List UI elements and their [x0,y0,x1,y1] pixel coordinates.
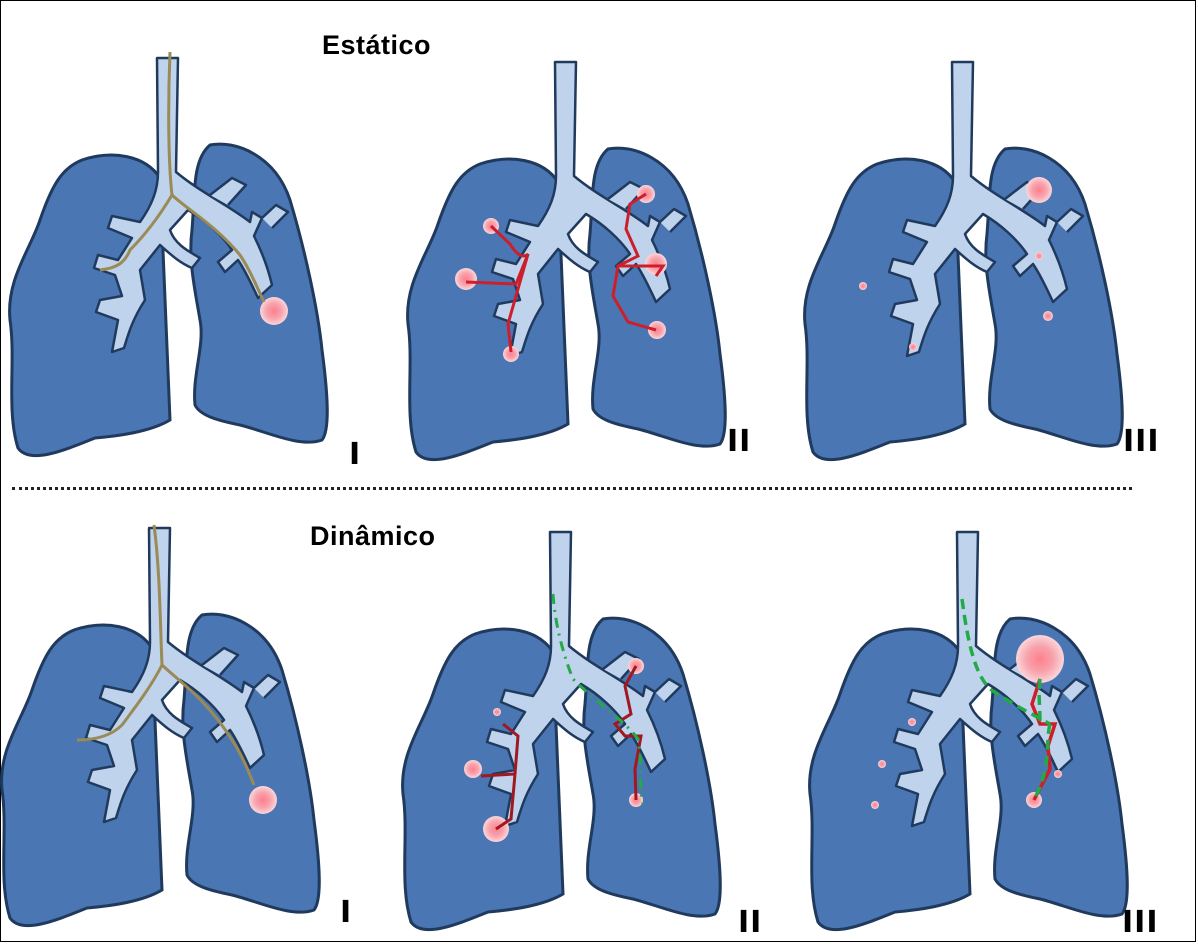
static-label-2: II [727,424,751,459]
nodule-marker [455,268,477,290]
dynamic-label-3: III [1122,905,1159,940]
static-panel-2 [408,62,726,460]
nodule-marker [249,786,277,814]
nodule-marker [878,760,886,768]
dynamic-label-1: I [340,895,352,930]
nodule-marker [859,282,867,290]
static-label-3: III [1123,424,1160,459]
nodule-marker [1043,311,1053,321]
dynamic-panel-2 [403,532,721,930]
dynamic-panel-1 [2,525,320,926]
static-panel-1 [10,52,328,456]
nodule-marker [1035,252,1043,260]
nodule-marker [1016,635,1064,683]
nodule-marker [1054,770,1062,778]
nodule-marker [909,343,917,351]
nodule-marker [493,708,501,716]
nodule-marker [464,760,482,778]
static-panel-3 [805,62,1123,460]
static-label-1: I [349,437,361,472]
dynamic-panel-3 [810,532,1128,930]
nodule-marker [1026,177,1052,203]
nodule-marker [645,253,667,275]
nodule-marker [871,801,879,809]
nodule-marker [908,718,916,726]
dynamic-label-2: II [738,905,762,940]
